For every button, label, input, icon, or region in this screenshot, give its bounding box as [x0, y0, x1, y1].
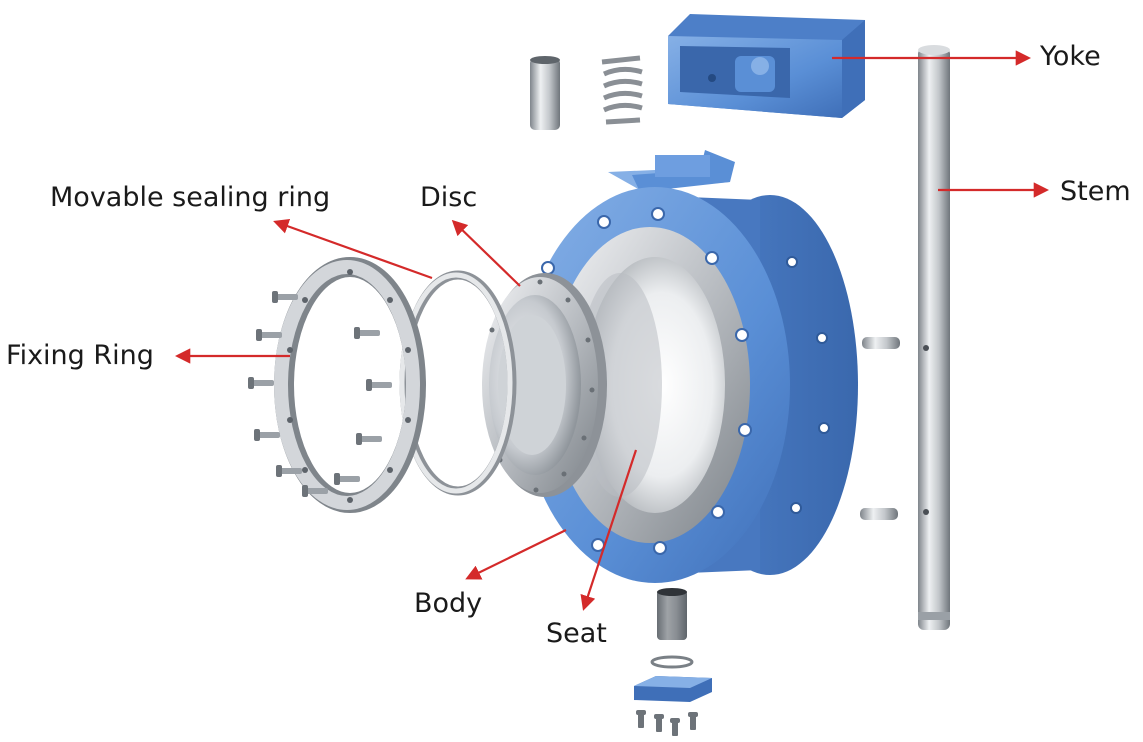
label-yoke: Yoke — [1040, 43, 1101, 70]
body-arrow — [468, 530, 566, 578]
bottom-cover — [634, 676, 712, 702]
bottom-o-ring — [652, 657, 692, 667]
label-stem: Stem — [1060, 178, 1131, 205]
fixing-bolts — [248, 291, 392, 497]
fixing-ring-part — [281, 267, 416, 503]
side-pin-upper — [862, 337, 900, 349]
side-pin-lower — [860, 508, 898, 520]
yoke-part — [668, 14, 865, 118]
label-fixing-ring: Fixing Ring — [6, 342, 154, 369]
bottom-sleeve — [657, 588, 687, 640]
bottom-screws — [636, 710, 698, 736]
top-sleeve — [530, 56, 560, 130]
stem-part — [918, 45, 950, 630]
label-body: Body — [414, 590, 482, 617]
spring — [602, 58, 642, 122]
label-disc: Disc — [420, 184, 477, 211]
label-seat: Seat — [546, 620, 607, 647]
label-movable-sealing-ring: Movable sealing ring — [50, 184, 330, 211]
